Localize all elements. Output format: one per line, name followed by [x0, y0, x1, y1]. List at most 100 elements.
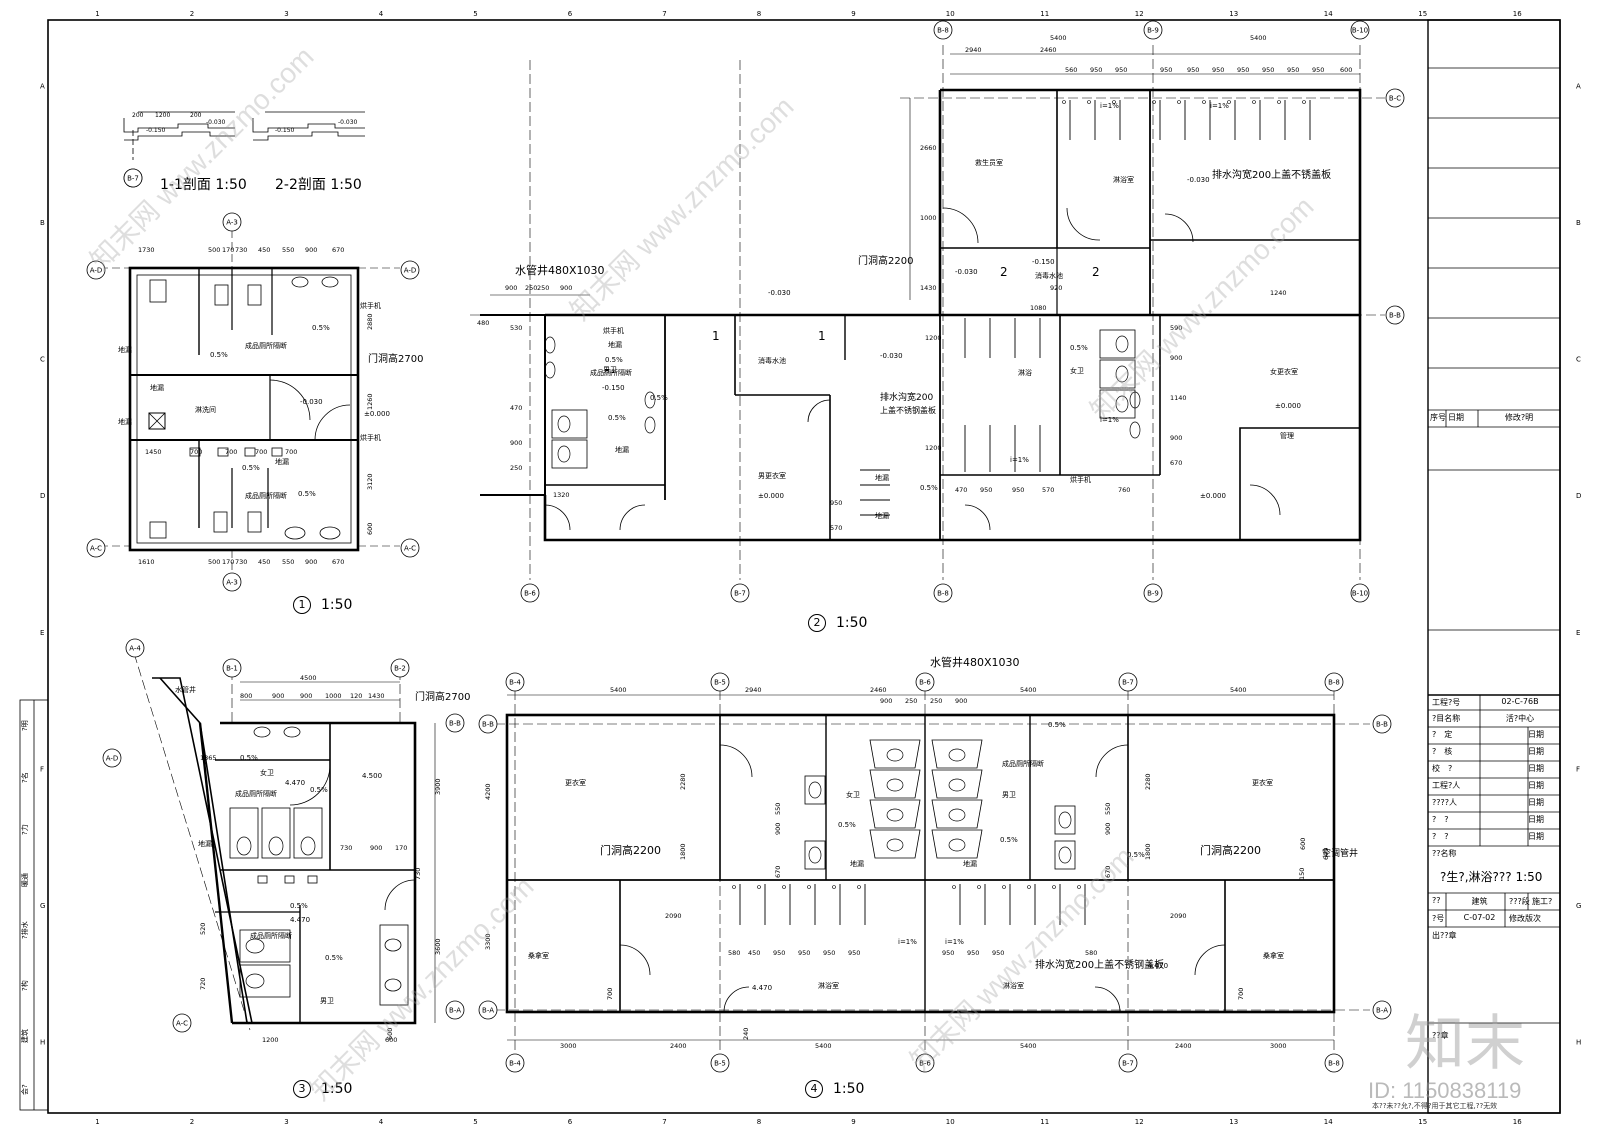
dimension: 5400: [1230, 686, 1247, 694]
door-note: 门洞高2700: [368, 352, 423, 365]
level-mark: -0.030: [338, 119, 358, 126]
dimension: 5400: [1050, 34, 1067, 42]
room-label: 男卫: [320, 997, 334, 1005]
dimension: 470: [510, 404, 522, 412]
axis-tag-label: A-3: [226, 219, 238, 227]
revision-col-no: 序号: [1430, 413, 1446, 422]
section-2-2-caption: 2-2剖面 1:50: [275, 177, 362, 193]
dimension: 730: [414, 868, 422, 880]
room-label: 成品厕所隔断: [590, 368, 632, 377]
axis-tag: B-C: [1385, 88, 1405, 108]
axis-tag: B-6: [520, 583, 540, 603]
level-mark: -0.030: [300, 398, 323, 406]
room-label: 救生员室: [975, 158, 1003, 167]
revision-col-desc: 修改?明: [1504, 413, 1534, 422]
grid-letter-left: C: [40, 356, 45, 364]
stage-label: ???段: [1509, 897, 1530, 906]
signature-label: ? ?: [1432, 815, 1449, 824]
grid-letter-right: E: [1576, 629, 1580, 637]
dimension: 1450: [145, 448, 162, 456]
seal-label: 出??章: [1432, 931, 1457, 940]
dimension: 950: [942, 949, 954, 957]
dimension: 520: [199, 923, 207, 935]
axis-tag-label: A-D: [106, 755, 119, 763]
level-mark: ±0.000: [1200, 492, 1226, 500]
axis-tag-label: B-A: [1376, 1007, 1388, 1015]
axis-tag: B-8: [1324, 672, 1344, 692]
dimension: 250: [905, 697, 917, 705]
dimension: 170: [222, 558, 234, 566]
axis-tag-label: B-8: [937, 590, 949, 598]
level-mark: 0.5%: [920, 484, 938, 492]
dimension: 730: [235, 246, 247, 254]
signature-blank: [1480, 746, 1528, 763]
dimension: 950: [992, 949, 1004, 957]
grid-letter-left: G: [40, 902, 45, 910]
section-2-2: [252, 111, 365, 141]
signature-row: ? ? 日期: [1432, 814, 1558, 831]
signature-date: 日期: [1528, 815, 1544, 824]
axis-tag-label: B-9: [1147, 590, 1159, 598]
axis-tag: B-A: [478, 1000, 498, 1020]
dimension: 950: [1212, 66, 1224, 74]
grid-number-bottom: 12: [1135, 1118, 1144, 1126]
axis-tag-label: B-B: [482, 721, 494, 729]
dimension: 600: [386, 1028, 394, 1040]
room-label: 女卫: [1070, 366, 1084, 375]
signature-blank: [1480, 729, 1528, 746]
drawing-no-value: C-07-02: [1463, 913, 1496, 922]
signature-date: 日期: [1528, 730, 1544, 739]
dimension: 900: [560, 284, 572, 292]
room-label: 烘手机: [360, 301, 381, 310]
room-label: 桑拿室: [528, 951, 549, 960]
dimension: 920: [1050, 284, 1062, 292]
dimension: 600: [385, 1036, 397, 1044]
room-label: 淋浴室: [1113, 175, 1134, 184]
grid-number-bottom: 16: [1513, 1118, 1522, 1126]
dimension: 950: [848, 949, 860, 957]
discipline-row: ?? 建筑 ???段 施工?: [1432, 896, 1558, 907]
axis-tag: A-3: [222, 572, 242, 592]
plan-4: [495, 690, 1370, 1052]
room-label: 管理: [1280, 431, 1294, 440]
dimension: 900: [272, 692, 284, 700]
dimension: 1610: [138, 558, 155, 566]
dimension: 2400: [670, 1042, 687, 1050]
level-mark: 0.5%: [242, 464, 260, 472]
note: 排水沟宽200: [880, 391, 933, 403]
level-mark: -0.150: [146, 127, 166, 134]
level-mark: -0.030: [768, 289, 791, 297]
level-mark: 0.5%: [1070, 344, 1088, 352]
dimension: 900: [1170, 354, 1182, 362]
dimension: 950: [1012, 486, 1024, 494]
strip-label: ?排水: [21, 921, 29, 939]
axis-tag: B-10: [1350, 20, 1370, 40]
signature-rows: ? 定日期? 核日期校 ?日期工程?人日期????人日期? ?日期? ?日期: [1432, 729, 1558, 848]
dimension: 450: [258, 246, 270, 254]
room-label: 烘手机: [603, 326, 624, 335]
watermark-text: 知末网 www.znzmo.com: [564, 90, 800, 327]
axis-tag: A-3: [222, 212, 242, 232]
dimension: 1000: [920, 214, 937, 222]
dimension: 170: [395, 844, 407, 852]
signature-label: ????人: [1432, 798, 1457, 807]
dimension: 2660: [920, 144, 937, 152]
signature-blank: [1480, 814, 1528, 831]
axis-tag-label: B-7: [1122, 679, 1134, 687]
level-mark: -0.030: [955, 268, 978, 276]
stage-value: 施工?: [1532, 897, 1553, 906]
room-label: 消毒水池: [1035, 271, 1063, 280]
level-mark: -0.030: [880, 352, 903, 360]
watermark-brand: 知末: [1405, 1010, 1525, 1077]
signature-date: 日期: [1528, 781, 1544, 790]
dimension: 1730: [138, 246, 155, 254]
grid-number-top: 2: [190, 10, 194, 18]
signature-row: ? 核日期: [1432, 746, 1558, 763]
project-name-row: ?目名称 活?中心: [1432, 713, 1558, 724]
project-no-label: 工程?号: [1432, 698, 1461, 707]
level-mark: -0.030: [206, 119, 226, 126]
grid-number-top: 7: [662, 10, 666, 18]
axis-tag-label: B-C: [1389, 95, 1401, 103]
